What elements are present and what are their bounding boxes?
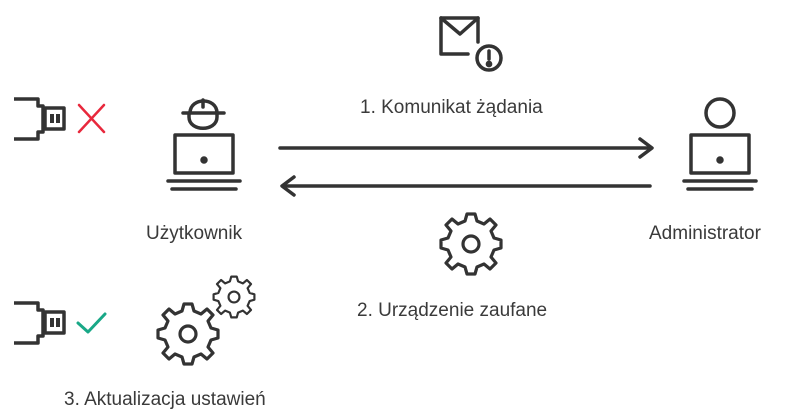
gears-icon	[156, 275, 256, 366]
blocked-cross-icon	[77, 103, 106, 134]
admin-label: Administrator	[649, 223, 761, 244]
response-arrow	[280, 175, 652, 197]
user-label: Użytkownik	[146, 223, 243, 244]
request-arrow	[278, 137, 654, 159]
usb-blocked-icon	[14, 97, 66, 141]
mail-warning-icon	[439, 16, 503, 72]
user-with-laptop-icon	[166, 98, 242, 191]
step-3-label: 3. Aktualizacja ustawień	[64, 389, 266, 410]
admin-with-laptop-icon	[682, 97, 758, 191]
step-2-label: 2. Urządzenie zaufane	[357, 300, 548, 321]
allowed-checkmark-icon	[76, 312, 107, 334]
gear-icon	[439, 212, 503, 276]
usb-allowed-icon	[14, 301, 66, 345]
step-1-label: 1. Komunikat żądania	[360, 97, 543, 118]
